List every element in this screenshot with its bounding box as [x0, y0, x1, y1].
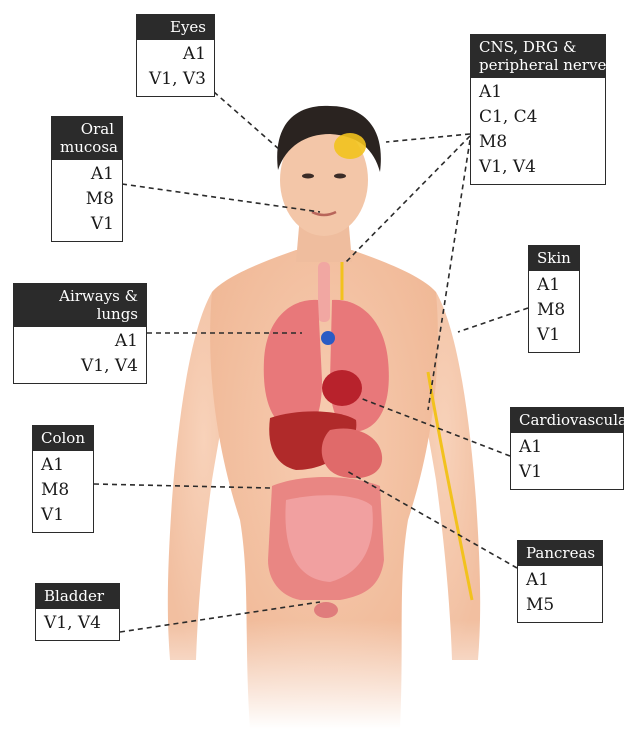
label-oral-mucosa-title-line: Oral	[60, 120, 114, 138]
label-airways-lungs-line: A1	[22, 329, 138, 354]
trachea	[318, 262, 330, 322]
label-eyes-line: V1, V3	[145, 67, 206, 92]
label-airways-lungs: Airways & lungs A1 V1, V4	[13, 283, 147, 384]
label-skin-line: V1	[537, 323, 571, 348]
label-bladder-title: Bladder	[36, 584, 119, 609]
label-eyes-line: A1	[145, 42, 206, 67]
label-cardiovascular-line: V1	[519, 460, 615, 485]
label-pancreas: Pancreas A1 M5	[517, 540, 603, 623]
label-colon-title: Colon	[33, 426, 93, 451]
label-cardiovascular-title: Cardiovascular	[511, 408, 623, 433]
heart-muscle	[322, 370, 362, 406]
label-oral-mucosa-line: M8	[60, 187, 114, 212]
heart	[321, 331, 335, 345]
right-eye	[334, 174, 346, 179]
label-cns: CNS, DRG & peripheral nerves A1 C1, C4 M…	[470, 34, 606, 185]
label-cns-title: CNS, DRG & peripheral nerves	[471, 35, 605, 78]
label-eyes-title: Eyes	[137, 15, 214, 40]
label-skin-title: Skin	[529, 246, 579, 271]
label-oral-mucosa-title-line: mucosa	[60, 138, 114, 156]
label-colon-line: V1	[41, 503, 85, 528]
left-eye	[302, 174, 314, 179]
label-skin-line: A1	[537, 273, 571, 298]
label-colon-line: M8	[41, 478, 85, 503]
label-colon: Colon A1 M8 V1	[32, 425, 94, 533]
label-bladder-line: V1, V4	[44, 611, 111, 636]
brain	[334, 133, 366, 159]
label-airways-lungs-title: Airways & lungs	[14, 284, 146, 327]
label-bladder: Bladder V1, V4	[35, 583, 120, 641]
label-cns-line: A1	[479, 80, 597, 105]
label-pancreas-title: Pancreas	[518, 541, 602, 566]
label-cns-line: M8	[479, 130, 597, 155]
label-cns-title-line: CNS, DRG &	[479, 38, 597, 56]
label-skin-line: M8	[537, 298, 571, 323]
label-skin: Skin A1 M8 V1	[528, 245, 580, 353]
bladder	[314, 602, 338, 618]
label-cardiovascular: Cardiovascular A1 V1	[510, 407, 624, 490]
label-colon-line: A1	[41, 453, 85, 478]
label-cns-title-line: peripheral nerves	[479, 56, 597, 74]
label-oral-mucosa-line: A1	[60, 162, 114, 187]
label-oral-mucosa: Oral mucosa A1 M8 V1	[51, 116, 123, 242]
label-cns-line: V1, V4	[479, 155, 597, 180]
connector-skin	[458, 308, 528, 332]
label-cardiovascular-line: A1	[519, 435, 615, 460]
label-cns-line: C1, C4	[479, 105, 597, 130]
label-oral-mucosa-line: V1	[60, 212, 114, 237]
label-pancreas-line: M5	[526, 593, 594, 618]
connector-cns-brain	[386, 134, 470, 142]
label-pancreas-line: A1	[526, 568, 594, 593]
label-airways-lungs-line: V1, V4	[22, 354, 138, 379]
label-oral-mucosa-title: Oral mucosa	[52, 117, 122, 160]
connector-eyes	[214, 92, 280, 150]
label-eyes: Eyes A1 V1, V3	[136, 14, 215, 97]
